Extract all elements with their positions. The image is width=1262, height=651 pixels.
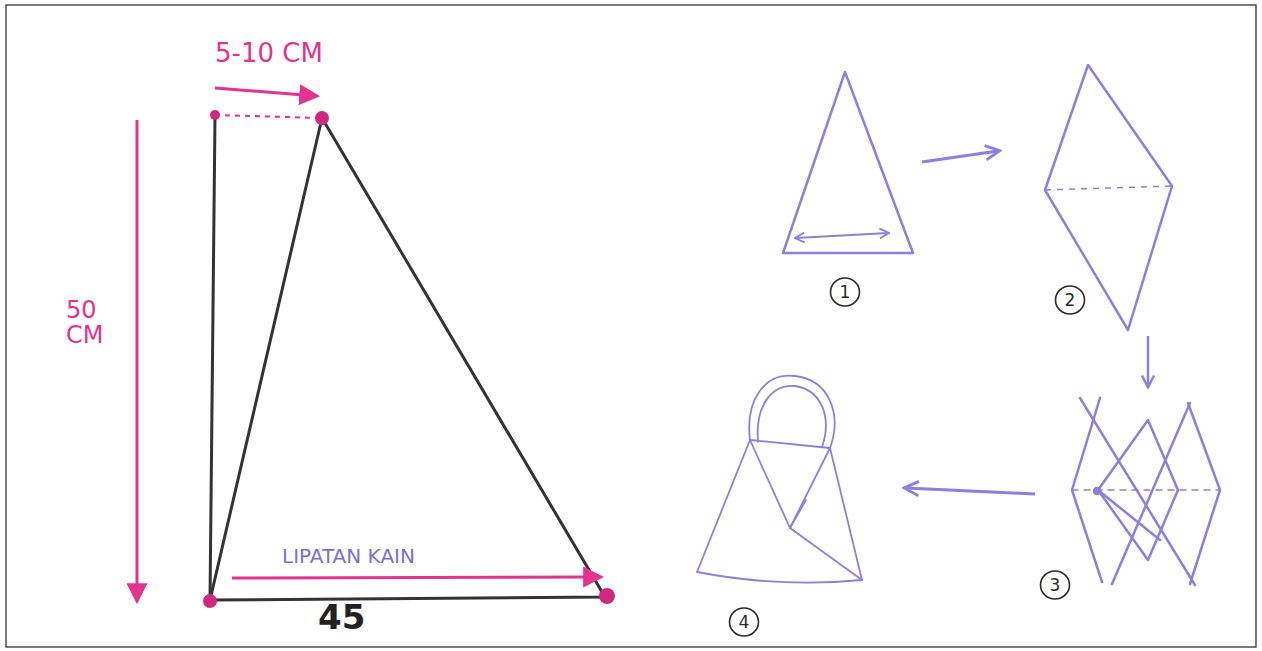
step-arrow bbox=[1147, 336, 1150, 386]
dimension-label: 5-10 CM bbox=[215, 40, 323, 67]
callout-number: 3 bbox=[1039, 575, 1071, 595]
callout-number: 1 bbox=[829, 282, 861, 302]
callout-number: 4 bbox=[728, 612, 760, 632]
callout-number: 2 bbox=[1054, 290, 1086, 310]
dimension-label: 50 CM bbox=[66, 298, 126, 348]
fold-step-sketch bbox=[1045, 65, 1172, 330]
pattern-drawing bbox=[137, 88, 615, 608]
fold-step-sketch bbox=[783, 72, 913, 253]
step-arrow bbox=[922, 151, 998, 162]
fold-step-sketch bbox=[1072, 398, 1220, 585]
step-number: 2 bbox=[1054, 284, 1086, 316]
step-number: 3 bbox=[1039, 569, 1071, 601]
step-number: 4 bbox=[728, 606, 760, 638]
dimension-label: 45 bbox=[318, 600, 365, 636]
frame bbox=[6, 5, 1256, 647]
step-arrow bbox=[906, 488, 1035, 494]
fold-label: LIPATAN KAIN bbox=[282, 546, 415, 567]
bag-sketch bbox=[697, 376, 862, 583]
step-number: 1 bbox=[829, 276, 861, 308]
